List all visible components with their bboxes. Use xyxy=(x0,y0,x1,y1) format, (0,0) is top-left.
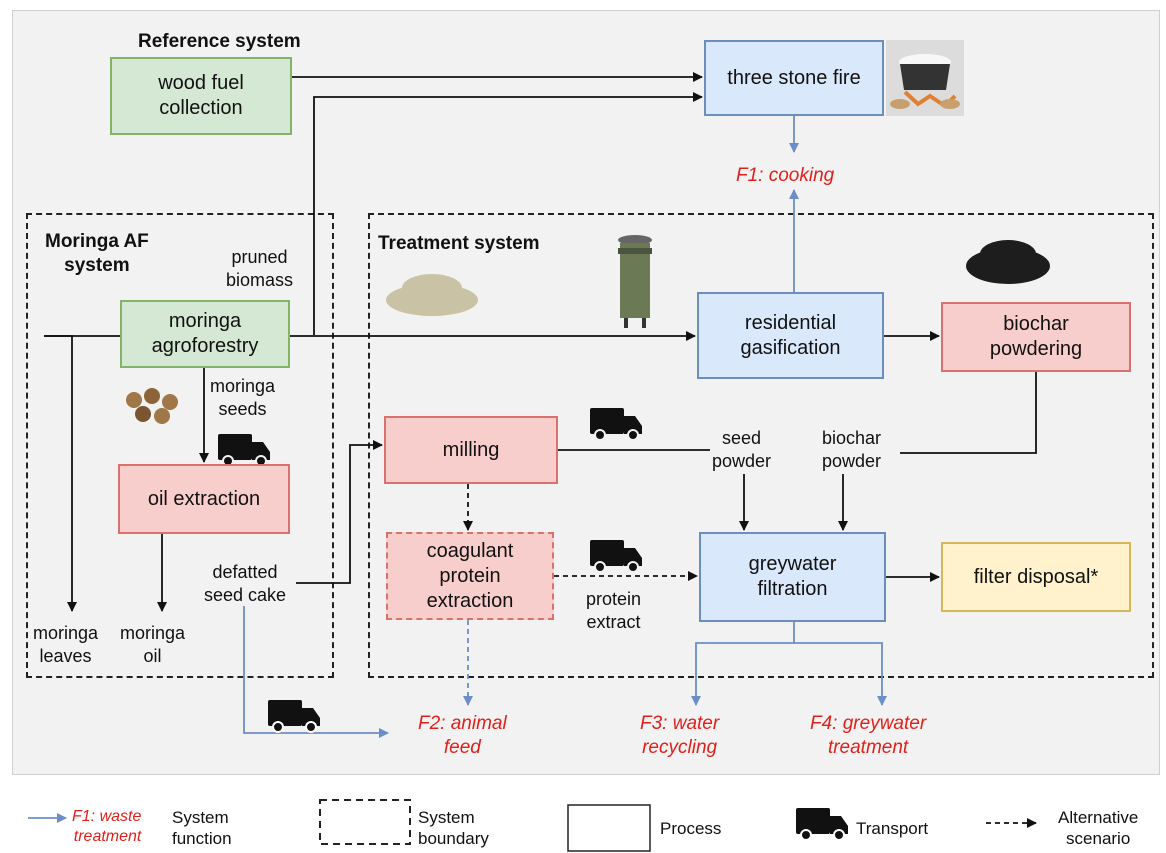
process-residential-gasification: residential gasification xyxy=(697,292,884,379)
truck-icon xyxy=(218,434,270,467)
legend-function-example: F1: waste treatment xyxy=(72,808,142,845)
legend-transport: Transport xyxy=(856,819,929,838)
process-milling: milling xyxy=(384,416,558,484)
seed-powder-icon xyxy=(386,274,478,316)
label-moringa-oil: moringa oil xyxy=(120,623,186,666)
legend-truck-icon xyxy=(796,808,848,841)
arrow-leaves xyxy=(44,335,77,612)
function-f2-animal-feed: F2: animal feed xyxy=(418,713,507,758)
arrow-pruned-to-fire xyxy=(313,92,703,335)
legend-system-boundary: System boundary xyxy=(418,808,489,848)
process-biochar-powdering: biochar powdering xyxy=(941,302,1131,372)
arrow-seedcake-to-f2 xyxy=(243,606,389,738)
truck-icon xyxy=(268,700,320,733)
process-filter-disposal: filter disposal* xyxy=(941,542,1131,612)
process-oil-extraction: oil extraction xyxy=(118,464,290,534)
arrow-filtration-to-f4 xyxy=(794,642,887,706)
label-protein-extract: protein extract xyxy=(586,589,642,632)
gasifier-stove-icon xyxy=(618,235,652,328)
function-f4-greywater-treatment: F4: greywater treatment xyxy=(810,713,927,758)
label-moringa-leaves: moringa leaves xyxy=(33,623,99,666)
arrow-seedcake-to-milling xyxy=(296,440,383,584)
label-pruned-biomass: pruned biomass xyxy=(226,247,294,290)
truck-icon xyxy=(590,540,642,573)
biochar-pile-icon xyxy=(966,240,1050,284)
label-seed-powder: seed powder xyxy=(712,428,772,471)
legend-process: Process xyxy=(660,819,722,838)
process-wood-fuel-collection: wood fuel collection xyxy=(110,57,292,135)
process-coagulant-protein-extraction: coagulant protein extraction xyxy=(386,532,554,620)
reference-system-title: Reference system xyxy=(138,31,301,52)
treatment-system-title: Treatment system xyxy=(378,233,540,254)
function-f1-cooking: F1: cooking xyxy=(736,165,835,186)
line-biochar-powder xyxy=(900,372,1037,454)
truck-icon xyxy=(590,408,642,441)
process-three-stone-fire: three stone fire xyxy=(704,40,884,116)
arrow-filtration-to-f3 xyxy=(691,622,795,706)
legend-process-box xyxy=(567,804,651,852)
process-greywater-filtration: greywater filtration xyxy=(699,532,886,622)
moringa-af-title: Moringa AF system xyxy=(45,231,149,276)
cooking-pot-icon xyxy=(886,40,964,116)
function-f3-water-recycling: F3: water recycling xyxy=(640,713,720,758)
label-moringa-seeds: moringa seeds xyxy=(210,376,276,419)
legend-boundary-box xyxy=(319,799,411,845)
label-biochar-powder: biochar powder xyxy=(822,428,882,471)
legend-alternative-scenario: Alternative scenario xyxy=(1058,808,1139,848)
moringa-seeds-icon xyxy=(126,388,178,424)
process-moringa-agroforestry: moringa agroforestry xyxy=(120,300,290,368)
legend-system-function: System function xyxy=(172,808,232,848)
moringa-af-boundary xyxy=(26,213,334,678)
label-defatted-seed-cake: defatted seed cake xyxy=(204,562,287,605)
